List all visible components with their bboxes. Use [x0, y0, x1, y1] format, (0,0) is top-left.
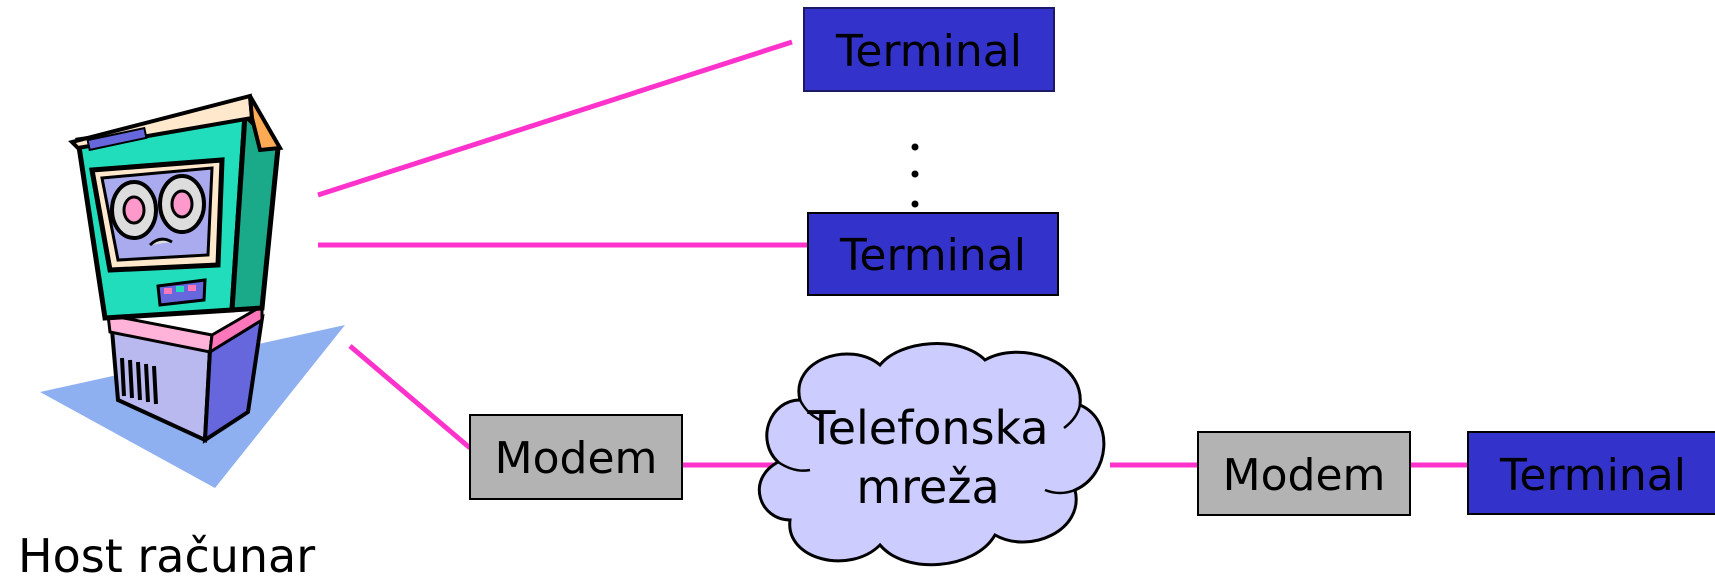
- terminal-1: Terminal: [803, 7, 1055, 92]
- terminal-3-label: Terminal: [1499, 450, 1686, 501]
- terminal-3: Terminal: [1467, 431, 1715, 515]
- link-host-modem-1: [348, 344, 472, 450]
- terminal-2-label: Terminal: [839, 230, 1026, 281]
- host-computer-icon: [40, 93, 345, 488]
- link-host-terminal-1: [317, 39, 793, 198]
- terminal-1-label: Terminal: [835, 26, 1022, 77]
- ellipsis-dots: [911, 143, 919, 208]
- network-label-line-1: Telefonska: [806, 401, 1048, 455]
- connections: [317, 39, 1468, 468]
- modem-2: Modem: [1197, 431, 1411, 516]
- network-label-line-2: mreža: [856, 460, 999, 514]
- terminal-2: Terminal: [807, 212, 1059, 296]
- host-label: Host računar: [18, 529, 315, 579]
- telephone-network-cloud: Telefonska mreža: [757, 342, 1106, 567]
- modem-1-label: Modem: [495, 433, 658, 484]
- modem-1: Modem: [469, 414, 683, 500]
- modem-2-label: Modem: [1223, 450, 1386, 501]
